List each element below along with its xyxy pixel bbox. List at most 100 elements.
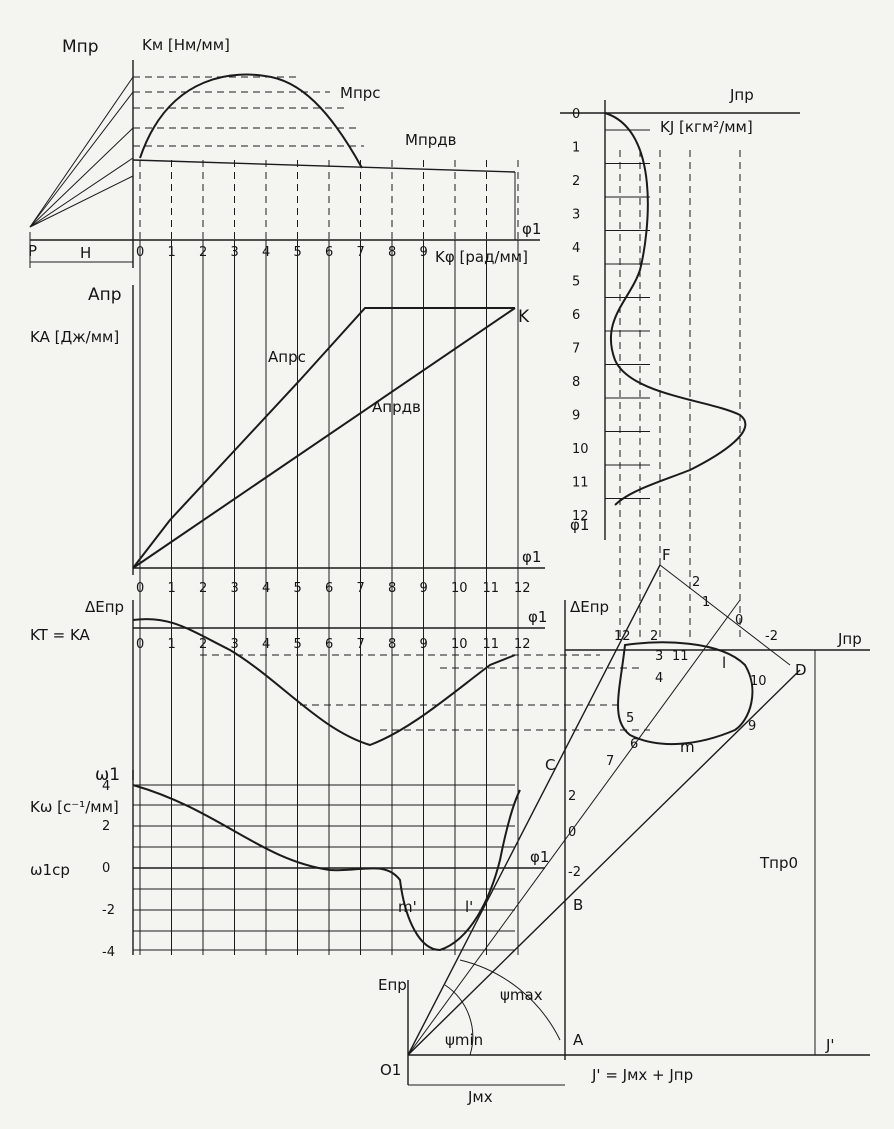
- point-B-label: B: [573, 896, 583, 914]
- psi-max-label: ψmax: [500, 986, 543, 1004]
- point-l-label: l: [722, 654, 726, 672]
- rule-point-1: 1: [702, 595, 710, 610]
- inertia-tick-0: 0: [572, 107, 580, 122]
- inertia-tick-10: 10: [572, 442, 589, 457]
- moment-scale-label: Kм [Нм/мм]: [142, 36, 230, 54]
- energy-axis-label: Eпр: [378, 976, 407, 994]
- inertia-tick-11: 11: [572, 476, 589, 491]
- psi-min-arc: [444, 984, 474, 1056]
- wittenbauer-axis-ticks: 20-2: [568, 789, 581, 880]
- wittenbauer-y-label: ΔEпр: [570, 598, 609, 616]
- moment-panel: Mпр Kм [Нм/мм] Mпрс Mпрдв P H φ1 Kφ [рад…: [28, 36, 541, 268]
- j-total-label: J' = Jмх + Jпр: [591, 1066, 693, 1084]
- pole-label: P: [28, 242, 37, 260]
- energy-tick-11: 11: [483, 637, 500, 652]
- resistance-work-curve: [132, 307, 515, 569]
- resistance-moment-curve: [139, 73, 363, 169]
- omega-mean-label: ω1ср: [30, 861, 70, 879]
- point-m-label: m: [680, 738, 695, 756]
- inertia-tick-6: 6: [572, 308, 580, 323]
- omega-curve: [132, 784, 521, 952]
- moment-projections: [133, 76, 364, 147]
- inertia-tick-9: 9: [572, 409, 580, 424]
- inertia-tick-7: 7: [572, 342, 580, 357]
- inertia-tick-2: 2: [572, 174, 580, 189]
- t0-label: Tпр0: [759, 854, 798, 872]
- rule-point-3: -2: [765, 629, 778, 644]
- omega-tick-2: 2: [102, 819, 110, 834]
- work-tick-11: 11: [483, 581, 500, 596]
- loop-point-8: 10: [750, 674, 767, 689]
- loop-point-4: 4: [655, 671, 663, 686]
- j-additional-label: Jмх: [467, 1088, 493, 1106]
- resistance-moment-label: Mпрс: [340, 84, 381, 102]
- drive-work-label: Aпрдв: [372, 398, 421, 416]
- pole-distance-label: H: [80, 244, 91, 262]
- work-end-point-label: K: [518, 307, 530, 327]
- psi-max-ray: [407, 564, 661, 1056]
- energy-tick-10: 10: [451, 637, 468, 652]
- rule-line: [659, 564, 791, 666]
- omega-point-m-label: m': [398, 898, 417, 916]
- work-scale-label: KA [Дж/мм]: [30, 328, 119, 346]
- work-y-label: Aпр: [88, 285, 122, 305]
- point-D-label: D: [795, 661, 807, 679]
- psi-min-ray: [407, 669, 801, 1056]
- work-tick-12: 12: [514, 581, 531, 596]
- point-F-label: F: [662, 546, 671, 564]
- drive-work-line: [132, 307, 516, 569]
- inertia-tick-3: 3: [572, 208, 580, 223]
- moment-x-scale-label: Kφ [рад/мм]: [435, 248, 528, 266]
- inertia-x-label: Jпр: [729, 86, 754, 104]
- point-O1-label: O1: [380, 1061, 401, 1079]
- rule-point-0: 2: [692, 575, 700, 590]
- omega-grid: [133, 784, 515, 951]
- omega-x-label: φ1: [530, 848, 549, 866]
- wittenbauer-axis-tick--2: -2: [568, 865, 581, 880]
- loop-point-9: 9: [748, 719, 756, 734]
- omega-point-l-label: l': [465, 898, 473, 916]
- omega-panel: ω1 Kω [с⁻¹/мм] ω1ср φ1 m' l' 420-2-4: [30, 765, 549, 960]
- omega-y-label: ω1: [95, 765, 120, 785]
- loop-point-5: 5: [626, 711, 634, 726]
- omega-ticks: 420-2-4: [102, 779, 115, 960]
- energy-y-label: ΔEпр: [85, 598, 124, 616]
- energy-projections: [200, 654, 650, 731]
- energy-scale-label: KT = KA: [30, 626, 91, 644]
- inertia-tick-5: 5: [572, 275, 580, 290]
- helper-ray: [407, 599, 741, 1056]
- j-prime-label: J': [825, 1036, 835, 1054]
- rule-point-labels: 21 0 -2: [692, 575, 778, 644]
- wittenbauer-panel: ΔEпр Jпр C B A O1 F D l m Eпр ψmax ψmin …: [378, 546, 870, 1106]
- inertia-tick-12: 12: [572, 509, 589, 524]
- loop-point-0: 12: [614, 629, 631, 644]
- energy-x-label: φ1: [528, 608, 547, 626]
- point-C-label: C: [545, 756, 555, 774]
- energy-mass-loop: [617, 641, 754, 745]
- inertia-y-label: φ1: [570, 516, 589, 534]
- drive-moment-line: [132, 159, 516, 173]
- loop-point-3: 11: [672, 649, 689, 664]
- wittenbauer-x-label: Jпр: [837, 630, 862, 648]
- inertia-tick-1: 1: [572, 141, 580, 156]
- omega-tick-0: 0: [102, 861, 110, 876]
- omega-scale-label: Kω [с⁻¹/мм]: [30, 798, 119, 816]
- loop-point-2: 3: [655, 649, 663, 664]
- inertia-tick-4: 4: [572, 241, 580, 256]
- loop-point-6: 6: [630, 737, 638, 752]
- rule-point-2: 0: [735, 613, 743, 628]
- inertia-curve: [604, 112, 747, 506]
- moment-y-label: Mпр: [62, 37, 99, 57]
- loop-point-1: 2: [650, 629, 658, 644]
- moment-x-label: φ1: [522, 220, 541, 238]
- work-tick-10: 10: [451, 581, 468, 596]
